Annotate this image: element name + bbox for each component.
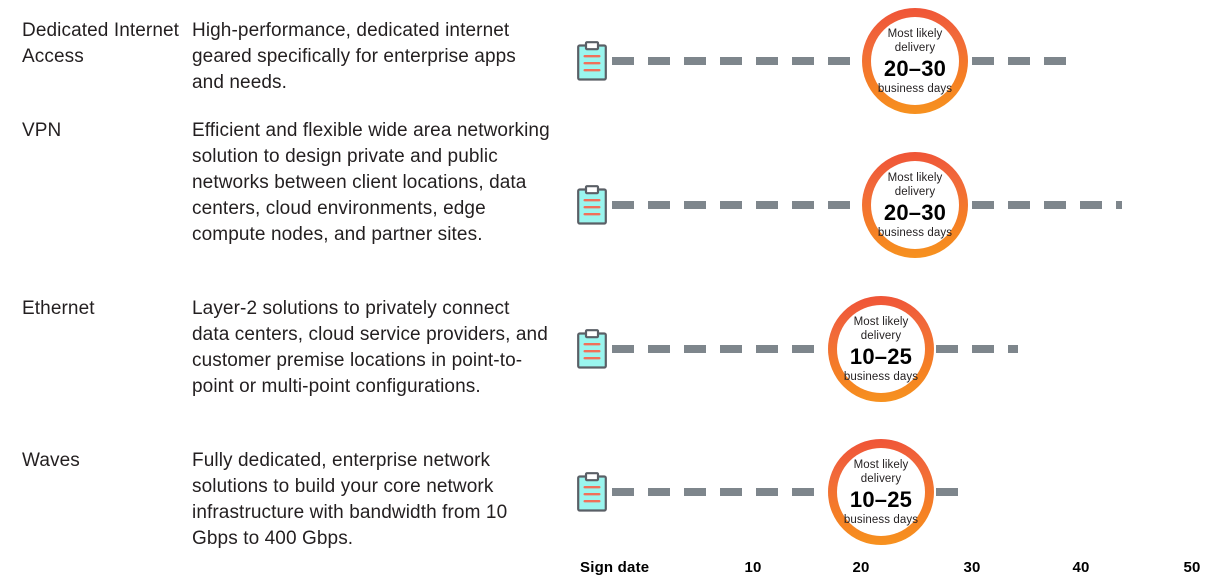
badge-content: Most likely delivery 20–30 business days bbox=[878, 27, 952, 96]
clipboard-icon bbox=[577, 185, 607, 225]
axis-tick-40: 40 bbox=[1072, 559, 1090, 576]
timeline-bar-dedicated-internet-access bbox=[612, 57, 1076, 65]
badge-hole bbox=[837, 448, 925, 536]
badge-unit: business days bbox=[843, 370, 919, 383]
badge-content: Most likely delivery 20–30 business days bbox=[878, 171, 952, 240]
badge-unit: business days bbox=[843, 513, 919, 526]
badge-vpn: Most likely delivery 20–30 business days bbox=[862, 152, 968, 258]
badge-caption-line1: Most likely bbox=[887, 171, 943, 184]
badge-unit: business days bbox=[877, 226, 953, 239]
badge-caption-line1: Most likely bbox=[853, 315, 909, 328]
clipboard-icon bbox=[577, 329, 607, 369]
badge-caption-line2: delivery bbox=[860, 472, 902, 485]
row-description-waves: Fully dedicated, enterprise network solu… bbox=[192, 450, 508, 549]
badge-hole bbox=[871, 17, 959, 105]
axis-tick-50: 50 bbox=[1183, 559, 1201, 576]
badge-value: 20–30 bbox=[883, 199, 947, 225]
row-label-dedicated-internet-access: Dedicated Internet Access bbox=[22, 20, 180, 67]
clipboard-icon bbox=[577, 472, 607, 512]
badge-caption-line2: delivery bbox=[860, 329, 902, 342]
axis-tick-30: 30 bbox=[963, 559, 981, 576]
badge-caption-line1: Most likely bbox=[853, 458, 909, 471]
axis-origin-label: Sign date bbox=[580, 559, 650, 576]
row-label-vpn: VPN bbox=[22, 120, 62, 141]
badge-value: 10–25 bbox=[849, 486, 913, 512]
badge-dedicated-internet-access: Most likely delivery 20–30 business days bbox=[862, 8, 968, 114]
timeline-bar-waves bbox=[612, 488, 967, 496]
badge-hole bbox=[871, 161, 959, 249]
axis-tick-20: 20 bbox=[852, 559, 870, 576]
badge-ethernet: Most likely delivery 10–25 business days bbox=[828, 296, 934, 402]
row-label-waves: Waves bbox=[22, 450, 80, 471]
row-description-dedicated-internet-access: High-performance, dedicated internet gea… bbox=[192, 20, 516, 93]
badge-caption-line2: delivery bbox=[894, 41, 936, 54]
badge-content: Most likely delivery 10–25 business days bbox=[844, 458, 918, 527]
clipboard-icon bbox=[577, 41, 607, 81]
row-description-vpn: Efficient and flexible wide area network… bbox=[192, 120, 550, 245]
row-description-ethernet: Layer-2 solutions to privately connect d… bbox=[192, 298, 548, 397]
row-label-ethernet: Ethernet bbox=[22, 298, 95, 319]
badge-caption-line1: Most likely bbox=[887, 27, 943, 40]
badge-value: 10–25 bbox=[849, 343, 913, 369]
badge-caption-line2: delivery bbox=[894, 185, 936, 198]
axis-tick-10: 10 bbox=[744, 559, 762, 576]
badge-unit: business days bbox=[877, 82, 953, 95]
badge-hole bbox=[837, 305, 925, 393]
timeline-bar-ethernet bbox=[612, 345, 1018, 353]
badge-value: 20–30 bbox=[883, 55, 947, 81]
badge-waves: Most likely delivery 10–25 business days bbox=[828, 439, 934, 545]
badge-content: Most likely delivery 10–25 business days bbox=[844, 315, 918, 384]
